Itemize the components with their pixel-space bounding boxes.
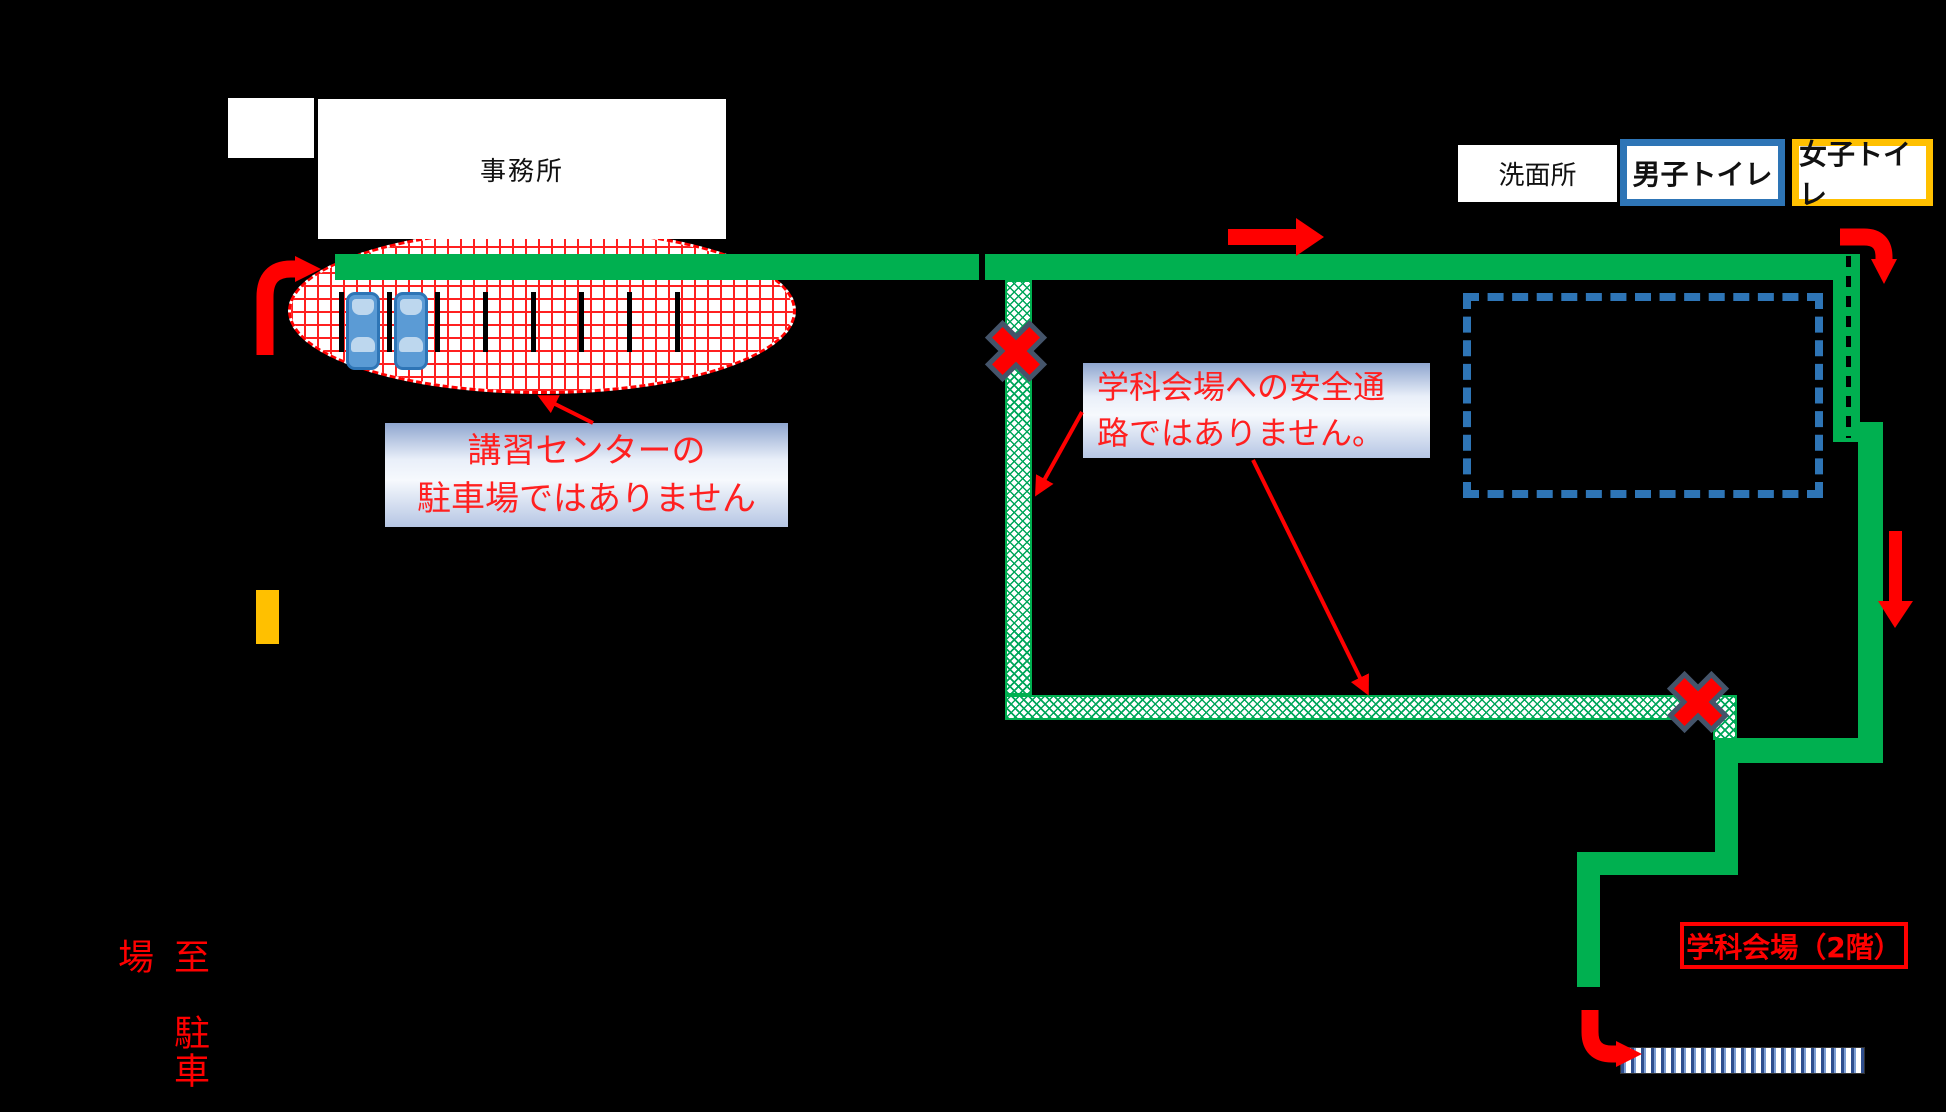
parking-stall-line (387, 292, 392, 352)
car-rear-window (352, 299, 374, 315)
lecture-hall-label: 学科会場（2階） (1686, 930, 1902, 964)
car-rear-window (400, 299, 422, 315)
route-boundary-dashed-line (1846, 256, 1851, 438)
parking-stall-line (483, 292, 488, 352)
womens-toilet-label: 女子トイレ (1799, 137, 1912, 211)
highlight-marker (256, 590, 279, 644)
route-segment-main (335, 254, 1860, 280)
parking-stall-line (435, 292, 440, 352)
warning-passage-line1: 学科会場への安全通 (1097, 368, 1386, 407)
unsafe-path-vertical (1005, 280, 1032, 695)
parking-stall-line (339, 292, 344, 352)
parking-stall-line (579, 292, 584, 352)
route-segment-corner-h (1715, 738, 1883, 763)
washroom-label: 洗面所 (1498, 161, 1577, 191)
stairs (1620, 1047, 1865, 1074)
parking-stall-line (675, 292, 680, 352)
mens-toilet-label: 男子トイレ (1632, 157, 1773, 191)
car-windshield (351, 337, 375, 352)
warning-box-parking: 講習センターの 駐車場ではありません (385, 423, 788, 527)
no-entry-x-icon (984, 319, 1048, 383)
stairs-arrow-icon (1581, 1010, 1642, 1067)
parking-stall-line (627, 292, 632, 352)
route-divider-tick (979, 250, 985, 283)
pointer-arrow-icon (537, 395, 594, 425)
womens-toilet-box: 女子トイレ (1792, 138, 1933, 211)
car-icon (346, 292, 380, 370)
parking-stall-line (531, 292, 536, 352)
unsafe-path-horizontal (1005, 695, 1713, 720)
to-parking-label: 至 駐車場 (112, 938, 209, 1090)
route-segment-right-v2 (1858, 422, 1883, 763)
entry-arrow-icon (256, 256, 321, 355)
mens-toilet-box: 男子トイレ (1620, 139, 1785, 206)
pointer-arrow-icon (1035, 411, 1084, 497)
pointer-arrow-icon (1251, 459, 1369, 696)
office-annex-box (228, 98, 314, 158)
route-arrow-south-icon (1878, 531, 1913, 628)
warning-box-passage: 学科会場への安全通 路ではありません。 (1083, 363, 1430, 458)
no-entry-x-icon (1666, 670, 1730, 734)
office-label: 事務所 (479, 156, 564, 187)
warning-parking-line1: 講習センターの (467, 430, 706, 471)
restricted-area-outline (1463, 293, 1823, 498)
lecture-hall-box: 学科会場（2階） (1680, 922, 1908, 969)
car-icon (394, 292, 428, 370)
route-segment-v3 (1715, 738, 1738, 875)
warning-parking-line2: 駐車場ではありません (417, 479, 756, 519)
warning-passage-line2: 路ではありません。 (1097, 413, 1385, 452)
route-arrow-east-icon (1228, 218, 1324, 256)
route-segment-v4 (1577, 852, 1600, 987)
car-windshield (399, 337, 423, 352)
route-arrow-corner-icon (1840, 228, 1897, 284)
route-segment-h2 (1577, 852, 1738, 875)
office-box: 事務所 (318, 99, 726, 239)
washroom-box: 洗面所 (1458, 145, 1617, 202)
